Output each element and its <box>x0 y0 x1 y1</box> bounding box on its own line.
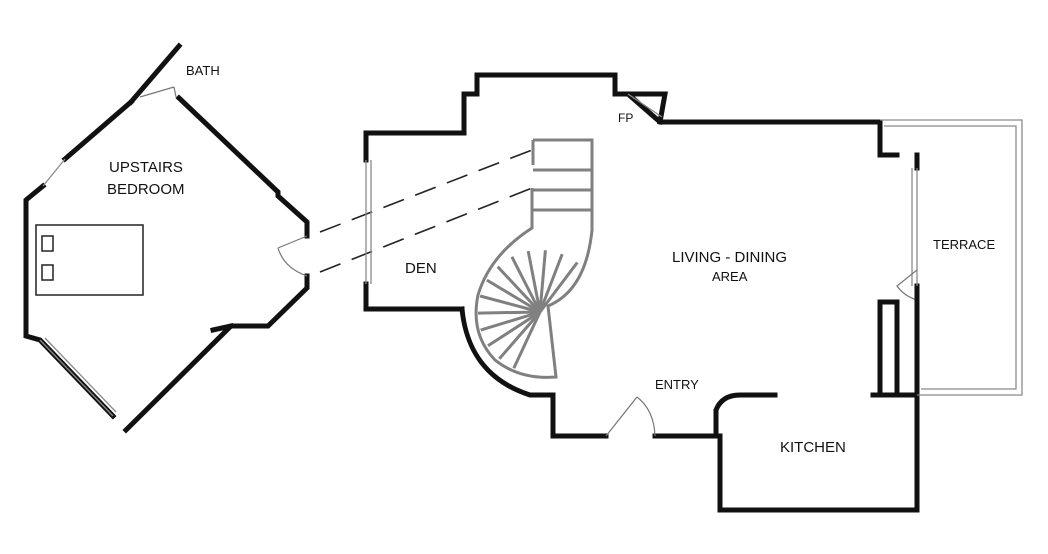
bedroom-wall-ne <box>175 94 310 239</box>
stair-outer <box>474 138 594 379</box>
bedroom-window-nw <box>42 158 66 187</box>
entry-door <box>605 396 656 437</box>
stair-tread <box>526 250 542 313</box>
stair-tread <box>480 310 541 332</box>
label-bedroom: BEDROOM <box>107 181 185 198</box>
terrace-outline-inner <box>884 125 1017 390</box>
label-bath: BATH <box>186 63 220 78</box>
bedroom-window-sw-inner <box>44 337 117 413</box>
label-den: DEN <box>405 260 437 277</box>
stair-tread <box>538 261 579 313</box>
bedroom-wall-nw <box>127 42 183 106</box>
connection-line-upper <box>319 149 533 233</box>
stair-tread <box>512 311 542 369</box>
spiral-stair <box>474 138 594 379</box>
stair-tread <box>498 311 542 360</box>
label-fp: FP <box>618 111 633 125</box>
label-upstairs: UPSTAIRS <box>109 159 183 176</box>
bedroom-window-sw <box>39 339 114 417</box>
bedroom-wall-sw <box>23 182 117 420</box>
label-kitchen: KITCHEN <box>780 439 846 456</box>
connection-line-lower <box>319 187 533 273</box>
stair-treads <box>477 168 592 369</box>
bedroom-door <box>277 235 308 277</box>
stair-tread <box>538 250 547 313</box>
bath-door <box>139 86 177 98</box>
stair-tread <box>510 256 542 313</box>
stair-tread <box>538 253 564 313</box>
curved-wall <box>459 306 609 439</box>
stair-tread <box>477 310 541 315</box>
pillow-bottom <box>41 264 54 281</box>
label-area: AREA <box>712 269 748 284</box>
stair-tread <box>487 310 541 348</box>
bed <box>35 224 144 296</box>
stair-tread <box>486 278 541 314</box>
terrace-door <box>896 269 918 301</box>
fireplace <box>625 91 668 125</box>
bedroom-corner-sw <box>210 323 234 333</box>
label-living: LIVING - DINING <box>672 249 787 266</box>
stair-tread <box>496 265 542 314</box>
main-wall-north <box>363 72 900 163</box>
terrace-outline <box>880 119 1023 396</box>
kitchen-wall <box>717 392 920 513</box>
kitchen-pantry-wall <box>877 299 900 394</box>
main-floor: BATH UPSTAIRS BEDROOM FP DEN LIVING - DI… <box>107 63 1023 513</box>
upstairs-bedroom <box>23 42 310 434</box>
pillow-top <box>41 235 54 252</box>
bedroom-wall-w-upper <box>61 98 135 163</box>
main-wall-west-lower <box>363 281 465 312</box>
fireplace-diag <box>627 93 663 118</box>
main-wall-south <box>652 392 778 439</box>
label-terrace: TERRACE <box>933 237 995 252</box>
stair-tread <box>479 294 541 314</box>
label-entry: ENTRY <box>655 377 699 392</box>
bedroom-wall-se <box>122 273 310 434</box>
